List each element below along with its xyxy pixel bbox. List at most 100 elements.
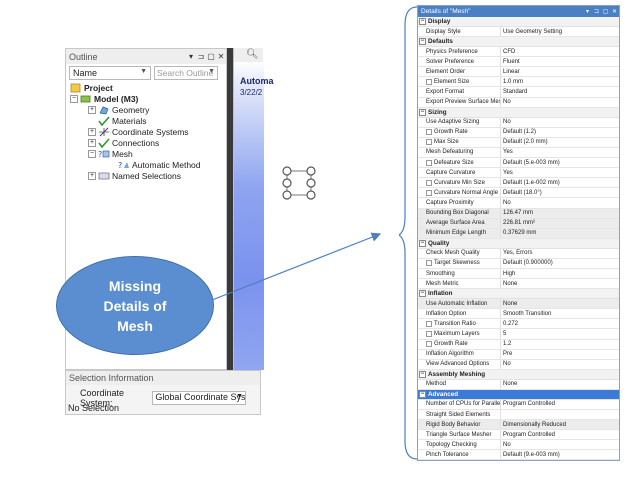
- maximize-icon[interactable]: ▢: [602, 9, 609, 15]
- collapse-icon[interactable]: −: [419, 290, 426, 298]
- property-value[interactable]: [501, 410, 619, 419]
- property-value[interactable]: High: [503, 270, 516, 277]
- property-value[interactable]: No: [503, 361, 511, 368]
- property-value[interactable]: Default (18.0°): [503, 189, 542, 196]
- tree-item-project[interactable]: Project: [70, 82, 113, 93]
- property-value[interactable]: None: [503, 381, 518, 388]
- parameter-checkbox[interactable]: [426, 78, 432, 85]
- property-value[interactable]: Default (5.e-003 mm): [503, 159, 560, 166]
- collapse-icon[interactable]: −: [419, 18, 426, 25]
- section-header[interactable]: −Advanced: [418, 389, 619, 400]
- close-icon[interactable]: ✕: [611, 9, 618, 15]
- section-header[interactable]: −Assembly Meshing: [418, 369, 619, 380]
- property-value[interactable]: 1.2: [503, 341, 512, 348]
- section-header[interactable]: −Defaults: [418, 37, 619, 48]
- collapse-icon[interactable]: −: [419, 108, 426, 116]
- collapse-icon[interactable]: −: [419, 390, 426, 398]
- property-value[interactable]: 1.0 mm: [503, 78, 524, 85]
- parameter-checkbox[interactable]: [426, 330, 432, 337]
- pin-icon[interactable]: ⊐: [197, 52, 205, 61]
- section-header[interactable]: −Sizing: [418, 107, 619, 118]
- property-value[interactable]: No: [503, 199, 511, 206]
- section-header[interactable]: −Display: [418, 17, 619, 27]
- expand-icon[interactable]: +: [88, 105, 96, 114]
- parameter-checkbox[interactable]: [426, 179, 432, 186]
- property-value[interactable]: No: [503, 119, 511, 126]
- parameter-checkbox[interactable]: [426, 189, 432, 196]
- maximize-icon[interactable]: ▢: [207, 52, 215, 61]
- section-header[interactable]: −Inflation: [418, 289, 619, 300]
- property-value[interactable]: 0.37629 mm: [501, 228, 619, 238]
- property-value[interactable]: 5: [503, 330, 507, 337]
- tree-item-automatic-method[interactable]: ? Automatic Method: [118, 159, 201, 170]
- property-value[interactable]: Yes, Errors: [503, 250, 533, 257]
- property-value[interactable]: Yes: [503, 149, 513, 156]
- dropdown-icon[interactable]: ▾: [188, 52, 193, 61]
- property-value[interactable]: No: [503, 99, 511, 106]
- property-value[interactable]: Yes: [503, 169, 513, 176]
- collapse-icon[interactable]: −: [419, 370, 426, 378]
- coordinate-system-select[interactable]: Global Coordinate System ▼: [152, 391, 246, 405]
- parameter-checkbox[interactable]: [426, 159, 432, 166]
- property-value[interactable]: Standard: [503, 89, 528, 96]
- name-filter-select[interactable]: Name ▼: [69, 66, 151, 80]
- tree-item-geometry[interactable]: + Geometry: [88, 104, 149, 115]
- parameter-checkbox[interactable]: [426, 129, 432, 136]
- property-value[interactable]: CFD: [503, 48, 516, 55]
- property-value[interactable]: Smooth Transition: [503, 310, 552, 317]
- parameter-checkbox[interactable]: [426, 320, 432, 327]
- property-value[interactable]: Default (9.e-003 mm): [503, 451, 560, 458]
- tree-item-mesh[interactable]: − ? Mesh: [88, 148, 133, 159]
- parameter-checkbox[interactable]: [426, 341, 432, 348]
- property-value[interactable]: 126.47 mm: [501, 208, 619, 218]
- tree-item-model[interactable]: − Model (M3): [70, 93, 138, 104]
- property-value[interactable]: Default (1.e-002 mm): [503, 179, 560, 186]
- tree-item-coordinate-systems[interactable]: + Coordinate Systems: [88, 126, 189, 137]
- property-value[interactable]: Default (0.900000): [503, 260, 553, 267]
- collapse-icon[interactable]: −: [419, 239, 426, 247]
- property-value[interactable]: None: [503, 280, 518, 287]
- property-value[interactable]: Pre: [503, 351, 513, 358]
- property-value[interactable]: No: [503, 441, 511, 448]
- property-value[interactable]: 0.272: [503, 320, 519, 327]
- parameter-checkbox[interactable]: [426, 260, 432, 267]
- expand-icon[interactable]: +: [88, 138, 96, 147]
- collapse-icon[interactable]: −: [70, 94, 78, 103]
- tree-item-connections[interactable]: + Connections: [88, 137, 159, 148]
- property-value[interactable]: None: [501, 299, 619, 309]
- dropdown-icon[interactable]: ▾: [585, 9, 589, 15]
- tree-item-materials[interactable]: Materials: [98, 115, 146, 126]
- property-row[interactable]: Number of CPUs for Paralle...Program Con…: [418, 399, 619, 410]
- collapse-icon[interactable]: −: [88, 149, 96, 158]
- expand-icon[interactable]: +: [88, 127, 96, 136]
- search-outline-input[interactable]: Search Outline ▼: [154, 66, 218, 80]
- property-value[interactable]: Fluent: [503, 58, 520, 65]
